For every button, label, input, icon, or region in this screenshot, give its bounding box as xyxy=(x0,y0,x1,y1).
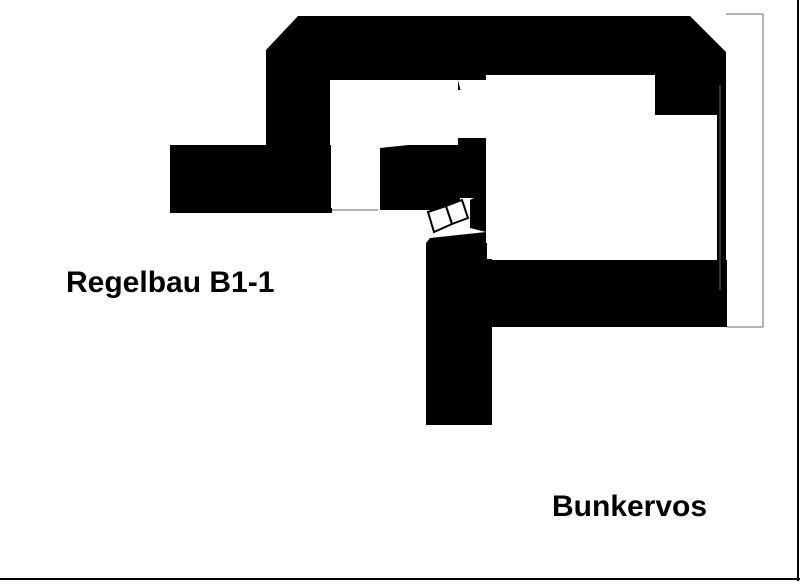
plan-title: Regelbau B1-1 xyxy=(66,266,275,299)
room-north-west-lower xyxy=(331,145,380,208)
middle-step-wall xyxy=(456,138,486,198)
embrasure-detail xyxy=(426,198,486,243)
plan-credit: Bunkervos xyxy=(552,490,708,523)
room-north-west xyxy=(331,80,458,145)
west-connector-wall xyxy=(266,80,330,146)
east-wall xyxy=(717,52,726,327)
room-main-right xyxy=(655,116,717,259)
frame-right-border xyxy=(797,0,799,581)
west-wing-wall xyxy=(170,145,332,213)
south-east-wall xyxy=(486,260,727,327)
north-east-block xyxy=(655,75,717,115)
doorway-north xyxy=(458,90,486,138)
middle-divider-wall xyxy=(380,148,460,210)
room-main xyxy=(487,76,655,259)
frame-bottom-border xyxy=(0,578,800,580)
outer-wall xyxy=(266,16,726,145)
south-leg-wall xyxy=(426,243,492,425)
